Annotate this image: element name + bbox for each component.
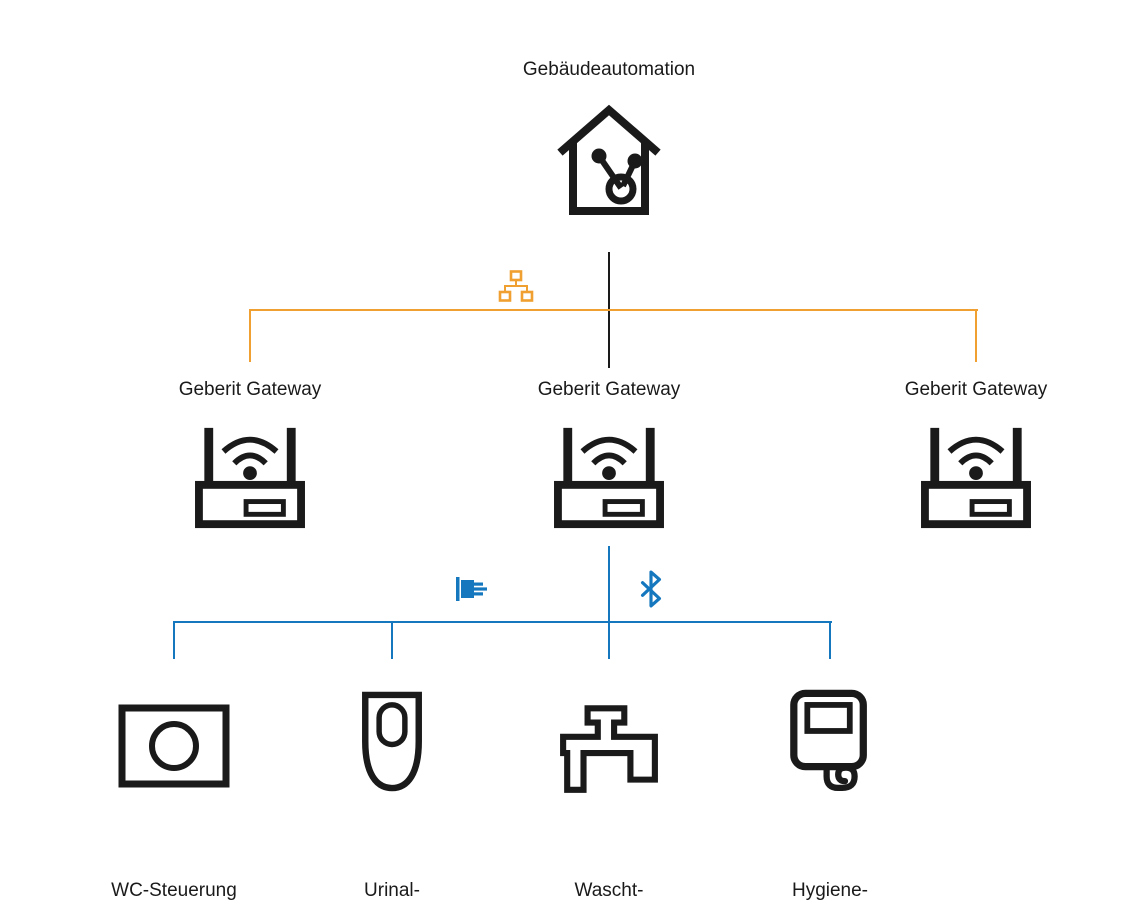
gateway-label-3: Geberit Gateway <box>904 379 1048 400</box>
device-drop-2 <box>391 621 393 659</box>
hygiene-flush-icon <box>789 688 871 800</box>
building-automation-icon <box>555 100 663 220</box>
diagram-title: Gebäudeautomation <box>522 59 696 80</box>
wc-control-icon <box>118 704 230 788</box>
lan-bus-line <box>250 309 978 311</box>
gateway-label-2: Geberit Gateway <box>537 379 681 400</box>
urinal-control-icon <box>357 690 427 794</box>
device-bus-vertical-line <box>608 546 610 659</box>
device-drop-4 <box>829 621 831 659</box>
bluetooth-icon <box>638 570 664 608</box>
device-label-hygiene-line1: Hygiene- <box>791 880 869 901</box>
device-label-urinal-line1: Urinal- <box>364 880 420 901</box>
lan-drop-left <box>249 309 251 362</box>
lan-drop-right <box>975 309 977 362</box>
device-label-hygiene: Hygiene- Spülung <box>720 826 940 915</box>
gateway-router-icon-2 <box>550 424 668 532</box>
device-bus-line <box>174 621 832 623</box>
device-label-urinal: Urinal- steuerung <box>282 826 502 915</box>
device-label-tap-line1: Wascht- <box>574 880 644 901</box>
device-label-wc: WC-Steuerung <box>64 826 284 915</box>
gateway-label-1: Geberit Gateway <box>178 379 322 400</box>
wired-connection-icon <box>454 574 490 604</box>
device-drop-1 <box>173 621 175 659</box>
device-label-wc-line1: WC-Steuerung <box>111 880 237 901</box>
device-label-tap: Wascht- ischarmatur <box>499 826 719 915</box>
washbasin-tap-icon <box>557 700 661 794</box>
ethernet-lan-icon <box>498 270 534 302</box>
gateway-router-icon-3 <box>917 424 1035 532</box>
gateway-router-icon-1 <box>191 424 309 532</box>
